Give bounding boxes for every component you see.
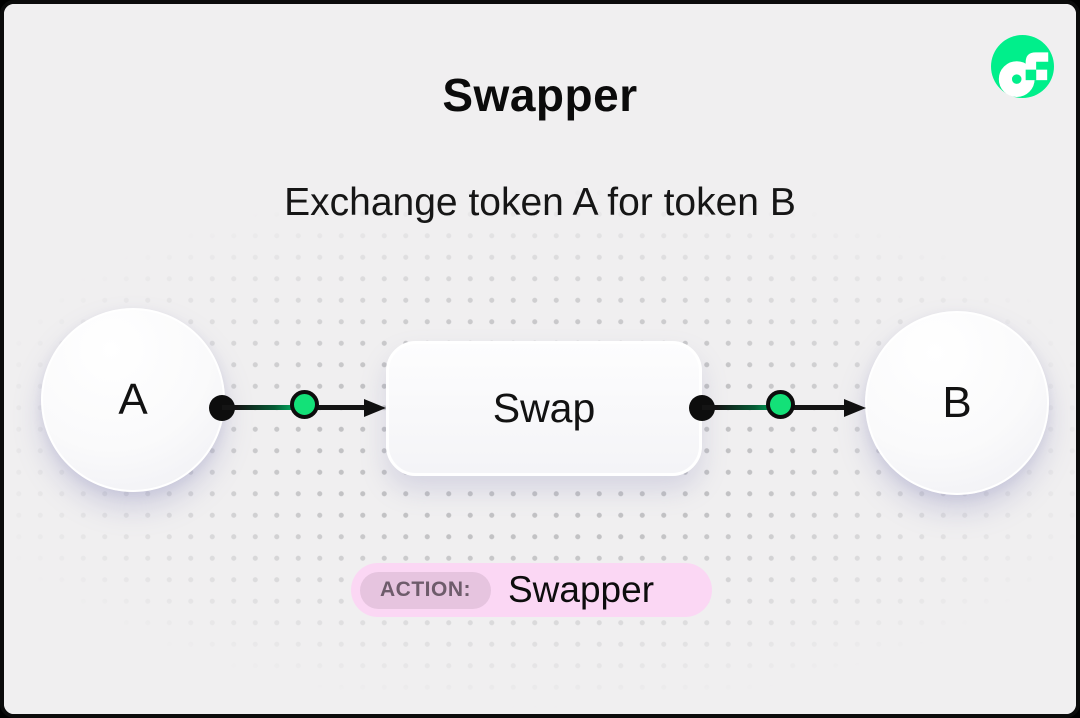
node-swap-label: Swap xyxy=(492,385,596,431)
page-subtitle: Exchange token A for token B xyxy=(284,181,796,224)
node-swap: Swap xyxy=(386,341,702,476)
node-token-b-label: B xyxy=(942,378,972,427)
action-badge-label: ACTION: xyxy=(360,571,491,609)
page-title: Swapper xyxy=(442,69,638,121)
action-badge: ACTION: Swapper xyxy=(351,563,712,617)
green-port-icon xyxy=(766,390,795,419)
node-token-a: A xyxy=(41,308,225,492)
node-token-b: B xyxy=(865,311,1049,495)
flow-logo-icon xyxy=(991,35,1054,98)
arrowhead-icon xyxy=(844,399,866,417)
green-port-icon xyxy=(290,390,319,419)
action-badge-value: Swapper xyxy=(508,569,655,610)
node-token-a-label: A xyxy=(118,375,148,424)
arrowhead-icon xyxy=(364,399,386,417)
